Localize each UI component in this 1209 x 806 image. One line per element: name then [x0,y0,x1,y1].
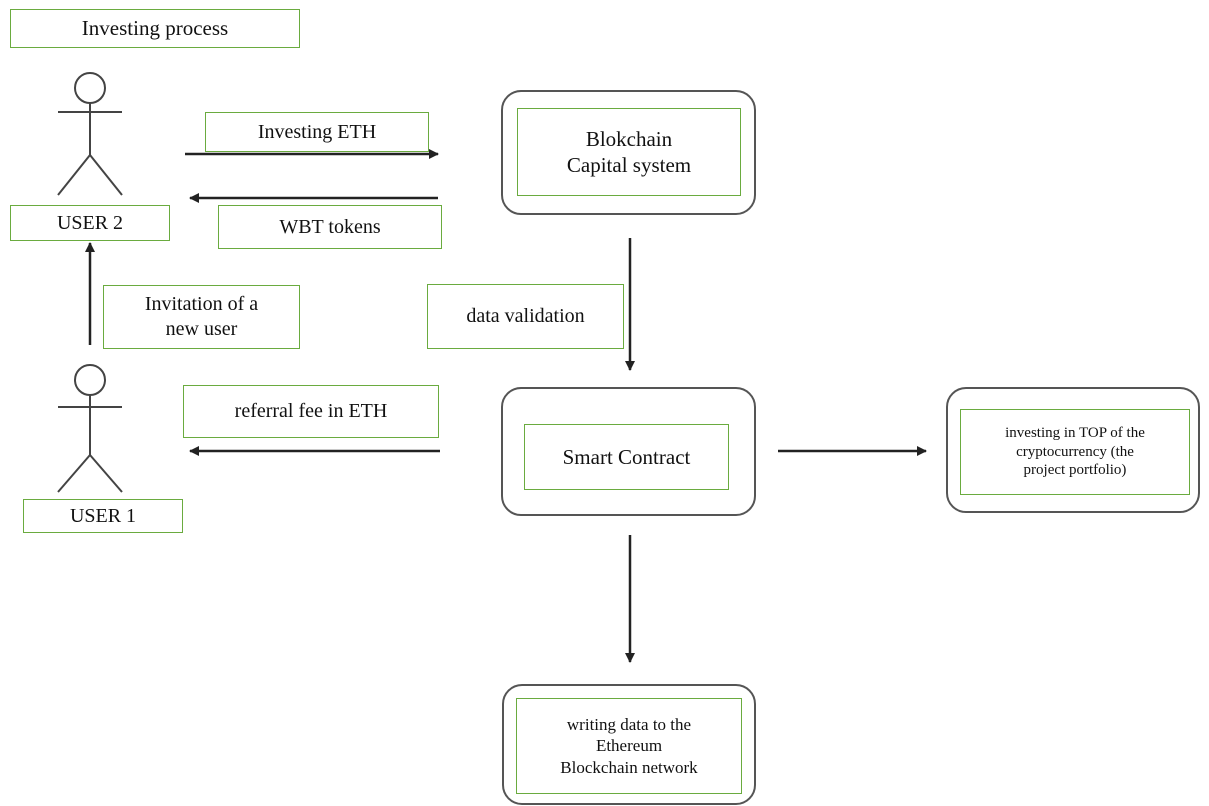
user1-label: USER 1 [23,499,183,533]
data-validation-label: data validation [427,284,624,349]
ethereum-line1: writing data to the [566,715,692,735]
invitation-label: Invitation of a new user [103,285,300,349]
portfolio-line3: project portfolio) [1023,462,1127,479]
wbt-tokens-label: WBT tokens [218,205,442,249]
smart-contract-inner: Smart Contract [524,424,729,490]
user2-label: USER 2 [10,205,170,241]
smart-contract-node: Smart Contract [501,387,756,516]
capital-system-line2: Capital system [566,153,692,177]
capital-system-inner: Blokchain Capital system [517,108,741,196]
capital-system-node: Blokchain Capital system [501,90,756,215]
invitation-label-line2: new user [165,318,238,340]
portfolio-inner: investing in TOP of the cryptocurrency (… [960,409,1190,495]
ethereum-line2: Ethereum [595,736,663,756]
user1-stick-figure-icon [57,364,123,493]
ethereum-inner: writing data to the Ethereum Blockchain … [516,698,742,794]
ethereum-line3: Blockchain network [560,757,698,777]
portfolio-line2: cryptocurrency (the [1016,443,1134,460]
investing-eth-label: Investing ETH [205,112,429,152]
invitation-label-line1: Invitation of a [144,293,259,315]
portfolio-line1: investing in TOP of the [1005,424,1145,441]
capital-system-line1: Blokchain [585,126,673,151]
ethereum-node: writing data to the Ethereum Blockchain … [502,684,756,805]
portfolio-node: investing in TOP of the cryptocurrency (… [946,387,1200,513]
diagram-title: Investing process [10,9,300,48]
user2-stick-figure-icon [57,72,123,196]
referral-fee-label: referral fee in ETH [183,385,439,438]
